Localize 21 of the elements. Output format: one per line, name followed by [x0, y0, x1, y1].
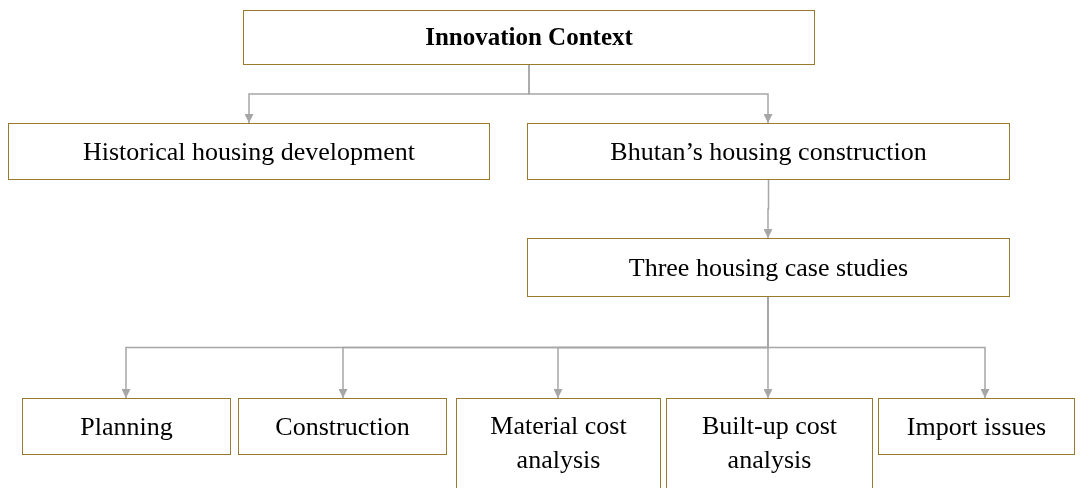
process-box [878, 398, 1075, 455]
process-box [238, 398, 447, 455]
process-box [666, 398, 873, 488]
box-label: Bhutan’s housing construction [610, 135, 927, 168]
process-box [456, 398, 661, 488]
box-label: Import issues [906, 410, 1047, 443]
process-box [8, 123, 490, 180]
process-box [22, 398, 231, 455]
box-label: Innovation Context [425, 22, 633, 53]
box-label: Historical housing development [82, 135, 416, 168]
arrow [763, 179, 773, 239]
box-label: Construction [275, 410, 410, 443]
box-label: Material cost analysis [489, 410, 628, 476]
box-label: Planning [80, 410, 173, 443]
process-box [527, 123, 1010, 180]
arrow [528, 64, 773, 124]
process-box [243, 10, 815, 65]
process-box [527, 238, 1010, 297]
arrow [767, 296, 990, 399]
box-label: Built-up cost analysis [700, 410, 839, 476]
box-label: Three housing case studies [628, 251, 909, 284]
